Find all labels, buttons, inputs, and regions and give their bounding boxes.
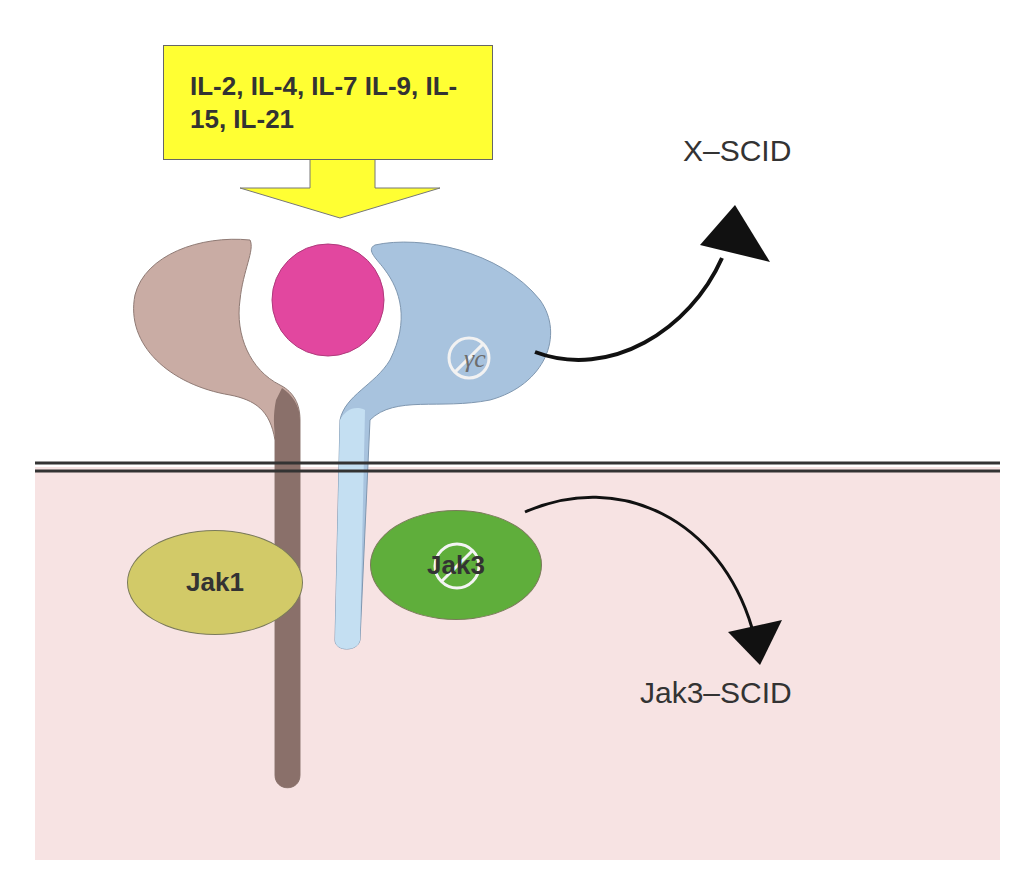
- disease-label: X–SCID: [683, 134, 791, 168]
- ligand-arrow: [240, 150, 440, 218]
- pointer-arrow: [535, 258, 722, 360]
- cytokine-box: IL-2, IL-4, IL-7 IL-9, IL-15, IL-21: [163, 45, 493, 160]
- gamma-c-symbol: γc: [444, 336, 506, 382]
- arrowhead: [700, 205, 770, 262]
- jak1-kinase: Jak1: [127, 530, 303, 635]
- cytokine-ligand: [272, 244, 384, 356]
- cytoplasm-ground: [35, 467, 1000, 860]
- arrowhead: [728, 620, 782, 665]
- membrane-line: [35, 470, 1000, 473]
- receptor-alpha-chain: [134, 239, 300, 788]
- membrane-line: [35, 462, 1000, 465]
- node-text: IL-2, IL-4, IL-7 IL-9, IL-15, IL-21: [190, 70, 458, 135]
- node-text: Jak3: [427, 550, 485, 581]
- node-text: Jak1: [186, 567, 244, 598]
- pointer-arrow: [525, 497, 752, 628]
- node-text: γc: [464, 344, 486, 374]
- disease-label: Jak3–SCID: [640, 676, 792, 710]
- jak3-kinase: Jak3: [370, 510, 542, 620]
- gamma-c-stalk: [335, 408, 365, 649]
